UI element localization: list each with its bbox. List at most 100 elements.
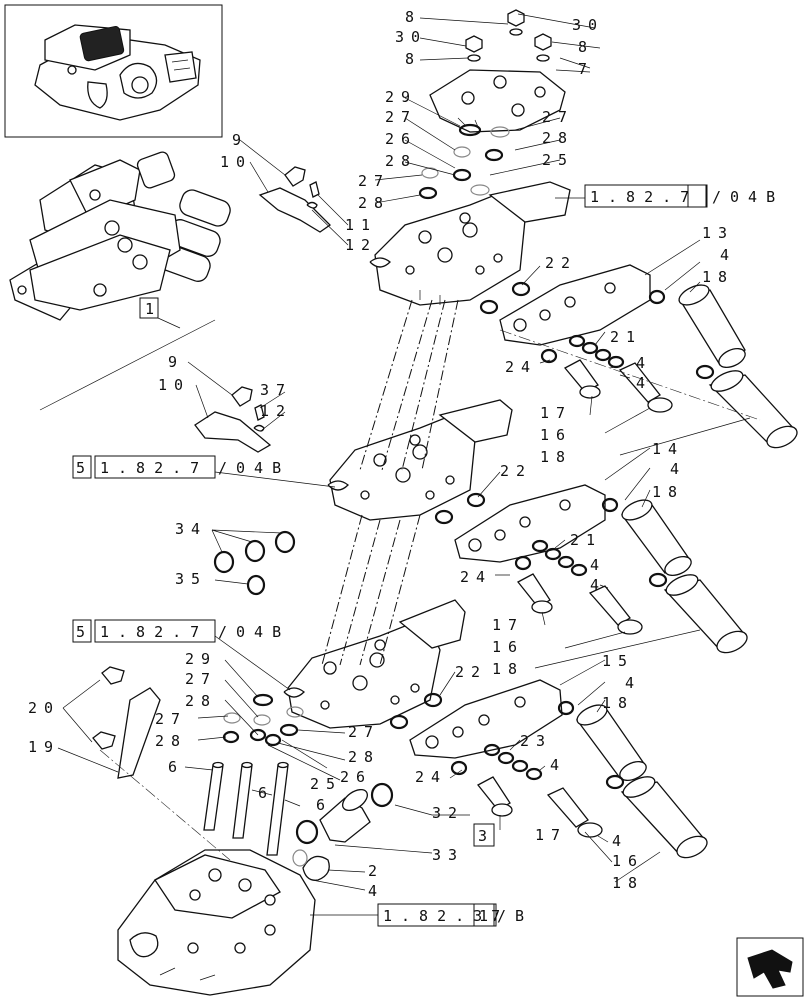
label-16: 16 [540,426,572,444]
label-21: 21 [570,531,602,549]
label-6: 6 [258,784,274,802]
label-28: 28 [185,692,217,710]
label-24: 24 [505,358,537,376]
ref-base: 1.82.37 1/B [310,903,533,927]
bolt-30b [465,35,483,62]
label-4: 4 [590,556,606,574]
label-24: 24 [415,768,447,786]
plunger-lower-b [546,787,603,838]
label-20: 20 [28,699,60,717]
label-23: 23 [520,732,552,750]
label-8: 8 [405,8,421,26]
label-18: 18 [602,694,634,712]
label-28: 28 [542,129,574,147]
label-35: 35 [175,570,207,588]
overview-assembly [9,151,231,411]
plunger-middle-b [588,585,643,635]
label-10: 10 [220,153,252,171]
label-18: 18 [612,874,644,892]
o-ring-set-34-35 [213,530,296,596]
label-6: 6 [316,796,332,814]
label-27: 27 [542,108,574,126]
ref-middle: 5 1.82.7 /04B [72,455,336,488]
ref-top-suffix: /04B [712,188,784,206]
label-33: 33 [432,846,464,864]
label-17: 17 [540,404,572,422]
ref-lower-prefix: 5 [76,623,94,641]
tie-rods [203,761,289,856]
label-19: 19 [28,738,60,756]
label-17: 17 [535,826,567,844]
label-18: 18 [652,483,684,501]
label-28: 28 [155,732,187,750]
ref-lower: 5 1.82.7 /04B [72,619,291,691]
label-25: 25 [310,775,342,793]
plunger-upper-a [563,359,601,399]
base-valve-block [117,849,316,996]
label-16: 16 [492,638,524,656]
label-4: 4 [636,354,652,372]
arrow-next-icon[interactable] [736,937,804,997]
ref-base-section: 1.82.37 [383,907,509,925]
label-22: 22 [455,663,487,681]
solenoid-lower-a [575,704,647,782]
plunger-middle-a [517,573,553,614]
label-27: 27 [385,108,417,126]
ref-top: 1.82.7 /04B [555,184,784,208]
assembly-thumbnail-icon [4,4,223,138]
callout-box-3 [473,823,495,847]
label-4: 4 [636,374,652,392]
solenoid-lower-b [620,776,708,859]
label-10: 10 [158,376,190,394]
ref-top-section: 1.82.7 [590,188,698,206]
label-32: 32 [432,804,464,822]
lever-top [258,166,332,233]
label-12: 12 [260,402,292,420]
label-22: 22 [545,254,577,272]
part-labels: 8 30 30 8 8 7 29 27 27 28 26 28 25 27 28… [28,8,736,900]
lever-middle [194,386,272,453]
solenoid-upper-a [678,284,746,369]
label-4: 4 [625,674,641,692]
label-29: 29 [185,650,217,668]
label-17: 17 [492,616,524,634]
ref-base-suffix: 1/B [479,907,533,925]
label-26: 26 [340,768,372,786]
label-18: 18 [540,448,572,466]
end-bracket [92,666,161,779]
plug-2 [302,855,330,881]
ref-lower-section: 1.82.7 [100,623,208,641]
label-29: 29 [385,88,417,106]
valve-section-upper [369,181,571,306]
plunger-lower-a [477,776,513,817]
callout-1: 1 [145,300,161,318]
label-25: 25 [542,151,574,169]
solenoid-middle-a [620,499,692,577]
label-15: 15 [602,652,634,670]
label-14: 14 [652,440,684,458]
label-28: 28 [358,194,390,212]
label-28: 28 [348,748,380,766]
label-27: 27 [155,710,187,728]
label-24: 24 [460,568,492,586]
label-2: 2 [368,862,384,880]
spool-housing-middle [454,484,606,563]
label-27: 27 [185,670,217,688]
label-9: 9 [232,131,248,149]
seal-stack-middle [514,539,588,577]
label-7: 7 [578,60,594,78]
label-4: 4 [720,246,736,264]
label-13: 13 [702,224,734,242]
seal-group-top [418,123,510,200]
label-26: 26 [385,130,417,148]
label-37: 37 [260,381,292,399]
label-21: 21 [610,328,642,346]
label-30: 30 [572,16,604,34]
label-34: 34 [175,520,207,538]
seal-stack-lower [450,743,543,781]
label-4: 4 [670,460,686,478]
label-27: 27 [348,723,380,741]
ref-lower-suffix: /04B [218,623,290,641]
label-27: 27 [358,172,390,190]
